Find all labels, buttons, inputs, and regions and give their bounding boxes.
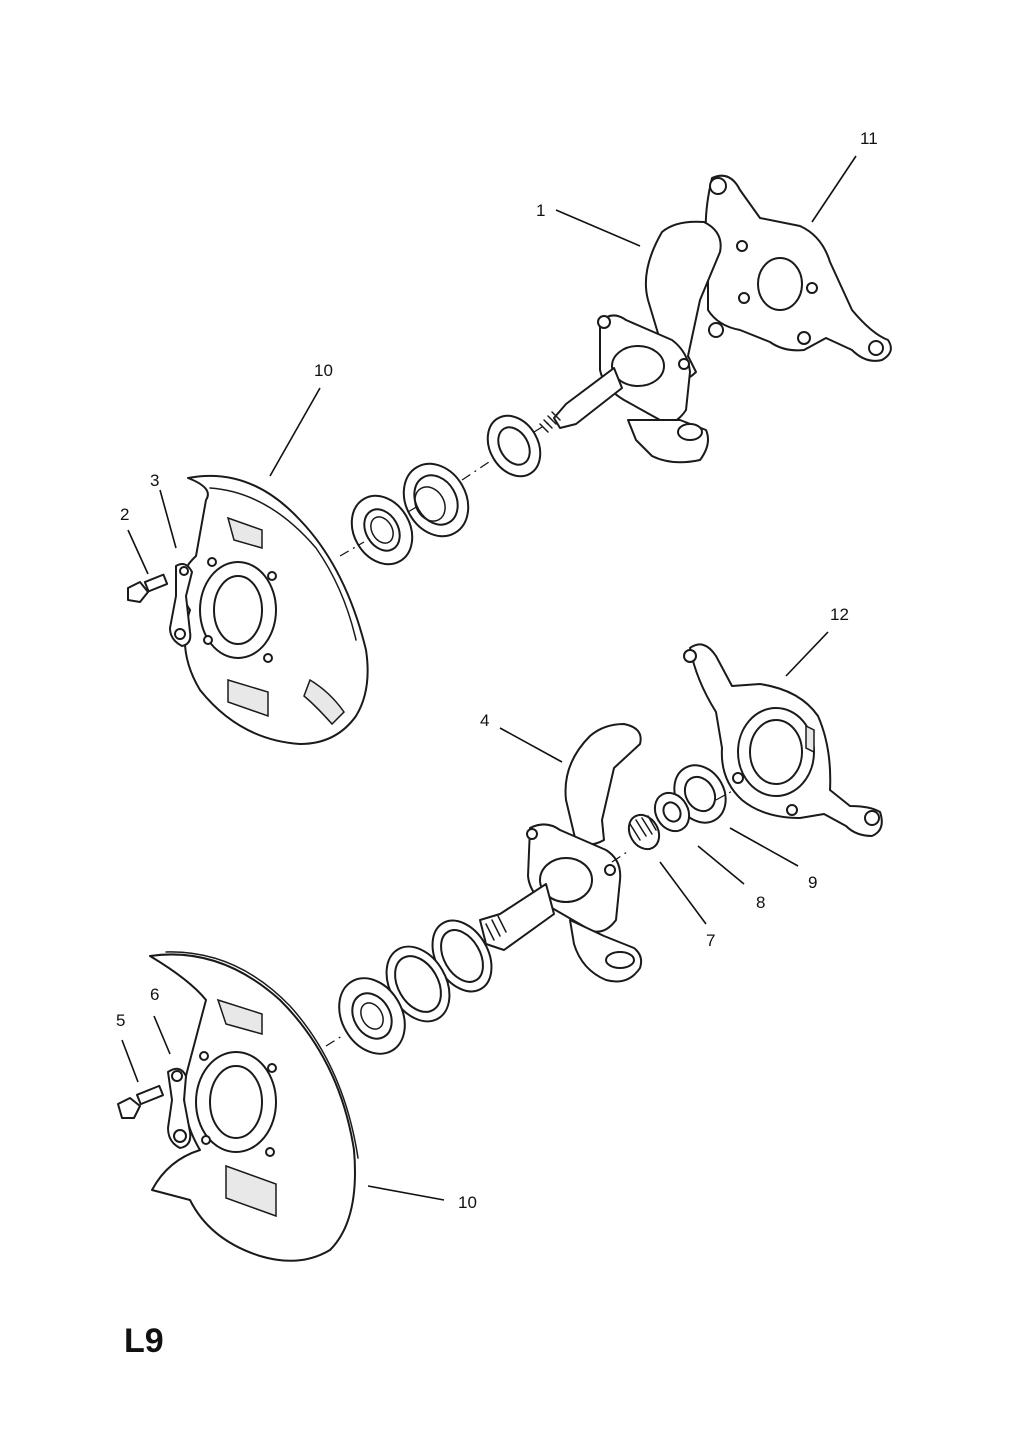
callout-12: 12	[830, 605, 849, 624]
centerline-lower	[325, 789, 735, 1047]
bolt-lower	[117, 1084, 164, 1119]
washer-lower	[653, 791, 691, 833]
callout-8: 8	[756, 893, 765, 912]
callout-6: 6	[150, 985, 159, 1004]
leader-lines	[121, 155, 857, 1201]
callout-5: 5	[116, 1011, 125, 1030]
callout-3: 3	[150, 471, 159, 490]
disc-shield-upper	[180, 474, 369, 745]
steering-arm-lower	[683, 643, 883, 837]
bearing-inner-lower	[338, 977, 406, 1055]
stub-axle-lower	[479, 723, 643, 983]
steering-arm-upper	[704, 174, 892, 362]
bearing-inner-upper	[350, 494, 414, 566]
bearing-race-lower	[385, 945, 451, 1023]
disc-shield-lower	[149, 951, 359, 1262]
seal-ring-upper	[486, 414, 542, 478]
callout-9: 9	[808, 873, 817, 892]
callout-7: 7	[706, 931, 715, 950]
lock-plate-upper	[169, 563, 193, 647]
needle-roller-lower	[627, 813, 661, 851]
page-label: L9	[124, 1322, 164, 1360]
bearing-outer-upper	[402, 462, 470, 538]
callout-10-upper: 10	[314, 361, 333, 380]
lock-plate-lower	[167, 1067, 192, 1149]
centerline-upper	[339, 421, 551, 557]
callout-4: 4	[480, 711, 489, 730]
callout-10-lower: 10	[458, 1193, 477, 1212]
callout-11: 11	[860, 129, 878, 148]
seal-ring-lower	[431, 919, 493, 993]
callout-2: 2	[120, 505, 129, 524]
stub-axle-upper	[539, 220, 722, 464]
callout-1: 1	[536, 201, 545, 220]
bolt-upper	[127, 573, 169, 603]
